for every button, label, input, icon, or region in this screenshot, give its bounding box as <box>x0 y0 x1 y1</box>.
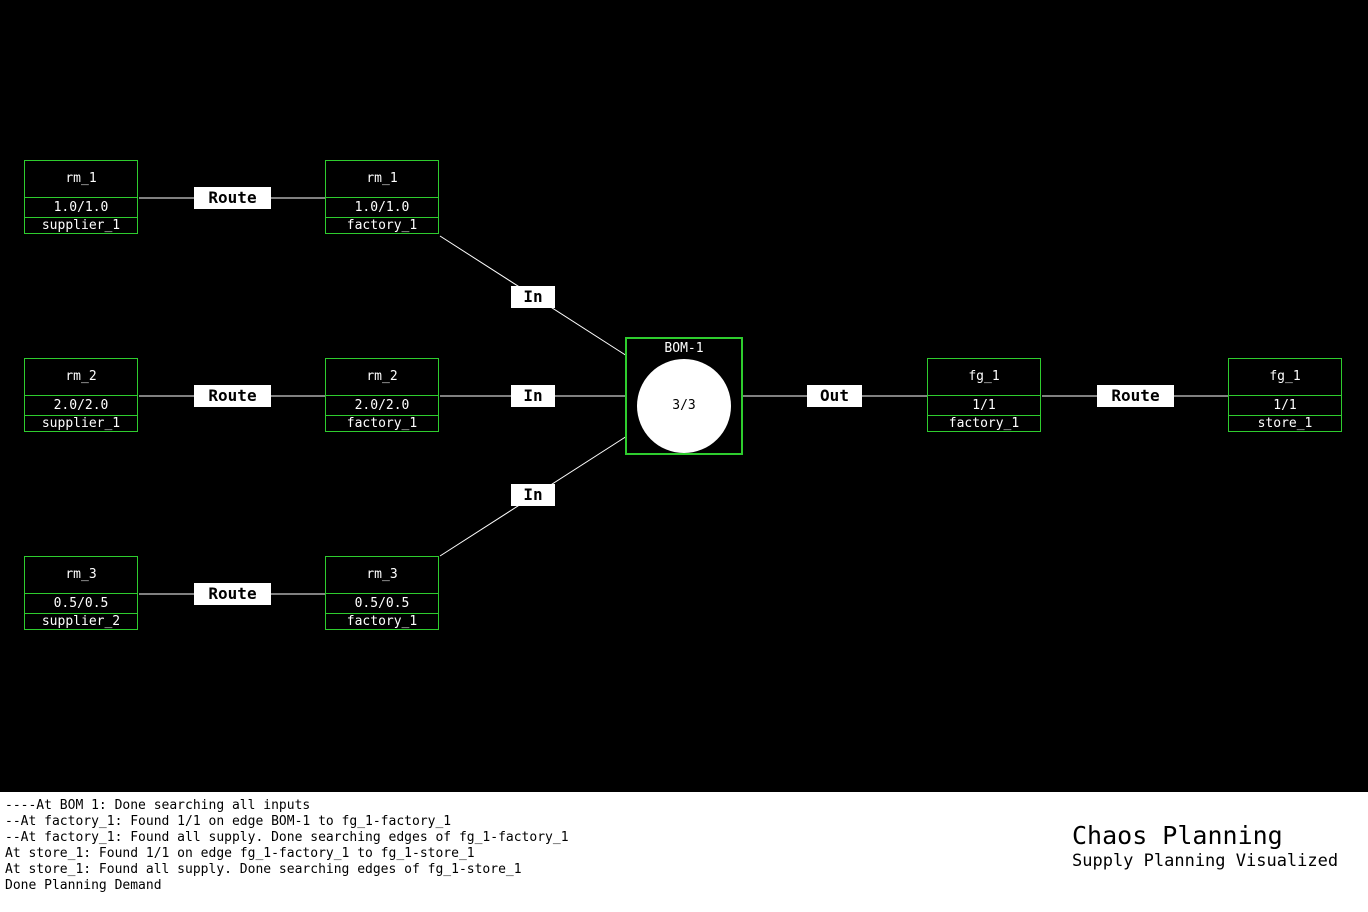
node-qty: 0.5/0.5 <box>326 594 438 614</box>
edge-label-route-fg1[interactable]: Route <box>1097 385 1174 407</box>
node-rm2-factory1[interactable]: rm_2 2.0/2.0 factory_1 <box>325 358 439 432</box>
node-item: rm_2 <box>326 359 438 396</box>
node-qty: 0.5/0.5 <box>25 594 137 614</box>
log-line: At store_1: Found 1/1 on edge fg_1-facto… <box>5 846 475 861</box>
node-item: rm_1 <box>326 161 438 198</box>
node-location: store_1 <box>1257 416 1313 431</box>
node-qty: 1.0/1.0 <box>326 198 438 218</box>
edge-label-in-rm1[interactable]: In <box>511 286 555 308</box>
planning-log: ----At BOM 1: Done searching all inputs … <box>5 798 569 894</box>
node-qty: 1.0/1.0 <box>25 198 137 218</box>
log-line: Done Planning Demand <box>5 878 162 893</box>
bom-ratio-circle: 3/3 <box>637 359 731 453</box>
node-rm2-supplier1[interactable]: rm_2 2.0/2.0 supplier_1 <box>24 358 138 432</box>
node-location: supplier_1 <box>41 218 121 233</box>
edge-label-out-fg1[interactable]: Out <box>807 385 862 407</box>
edge-label-route-rm1[interactable]: Route <box>194 187 271 209</box>
log-line: ----At BOM 1: Done searching all inputs <box>5 798 311 813</box>
node-rm1-factory1[interactable]: rm_1 1.0/1.0 factory_1 <box>325 160 439 234</box>
node-location: supplier_1 <box>41 416 121 431</box>
node-location: factory_1 <box>346 614 418 629</box>
edge-label-in-rm3[interactable]: In <box>511 484 555 506</box>
node-item: rm_1 <box>25 161 137 198</box>
node-item: rm_3 <box>25 557 137 594</box>
node-rm1-supplier1[interactable]: rm_1 1.0/1.0 supplier_1 <box>24 160 138 234</box>
node-item: fg_1 <box>928 359 1040 396</box>
node-location: factory_1 <box>948 416 1020 431</box>
node-location: factory_1 <box>346 416 418 431</box>
edge-label-route-rm2[interactable]: Route <box>194 385 271 407</box>
node-rm3-supplier2[interactable]: rm_3 0.5/0.5 supplier_2 <box>24 556 138 630</box>
edge-label-route-rm3[interactable]: Route <box>194 583 271 605</box>
status-panel: ----At BOM 1: Done searching all inputs … <box>0 792 1368 912</box>
brand-subtitle: Supply Planning Visualized <box>1072 851 1339 871</box>
node-fg1-store1[interactable]: fg_1 1/1 store_1 <box>1228 358 1342 432</box>
log-line: --At factory_1: Found 1/1 on edge BOM-1 … <box>5 814 452 829</box>
node-qty: 2.0/2.0 <box>25 396 137 416</box>
brand: Chaos Planning Supply Planning Visualize… <box>1072 822 1338 872</box>
log-line: At store_1: Found all supply. Done searc… <box>5 862 522 877</box>
node-rm3-factory1[interactable]: rm_3 0.5/0.5 factory_1 <box>325 556 439 630</box>
node-location: supplier_2 <box>41 614 121 629</box>
node-qty: 1/1 <box>928 396 1040 416</box>
log-line: --At factory_1: Found all supply. Done s… <box>5 830 569 845</box>
graph-canvas: rm_1 1.0/1.0 supplier_1 rm_1 1.0/1.0 fac… <box>24 160 1342 630</box>
node-qty: 1/1 <box>1229 396 1341 416</box>
node-location: factory_1 <box>346 218 418 233</box>
bom-node[interactable]: BOM-1 3/3 <box>625 337 743 455</box>
edge-label-in-rm2[interactable]: In <box>511 385 555 407</box>
node-qty: 2.0/2.0 <box>326 396 438 416</box>
bom-title: BOM-1 <box>664 341 704 356</box>
node-item: fg_1 <box>1229 359 1341 396</box>
brand-title: Chaos Planning <box>1072 821 1283 850</box>
node-item: rm_2 <box>25 359 137 396</box>
node-fg1-factory1[interactable]: fg_1 1/1 factory_1 <box>927 358 1041 432</box>
node-item: rm_3 <box>326 557 438 594</box>
